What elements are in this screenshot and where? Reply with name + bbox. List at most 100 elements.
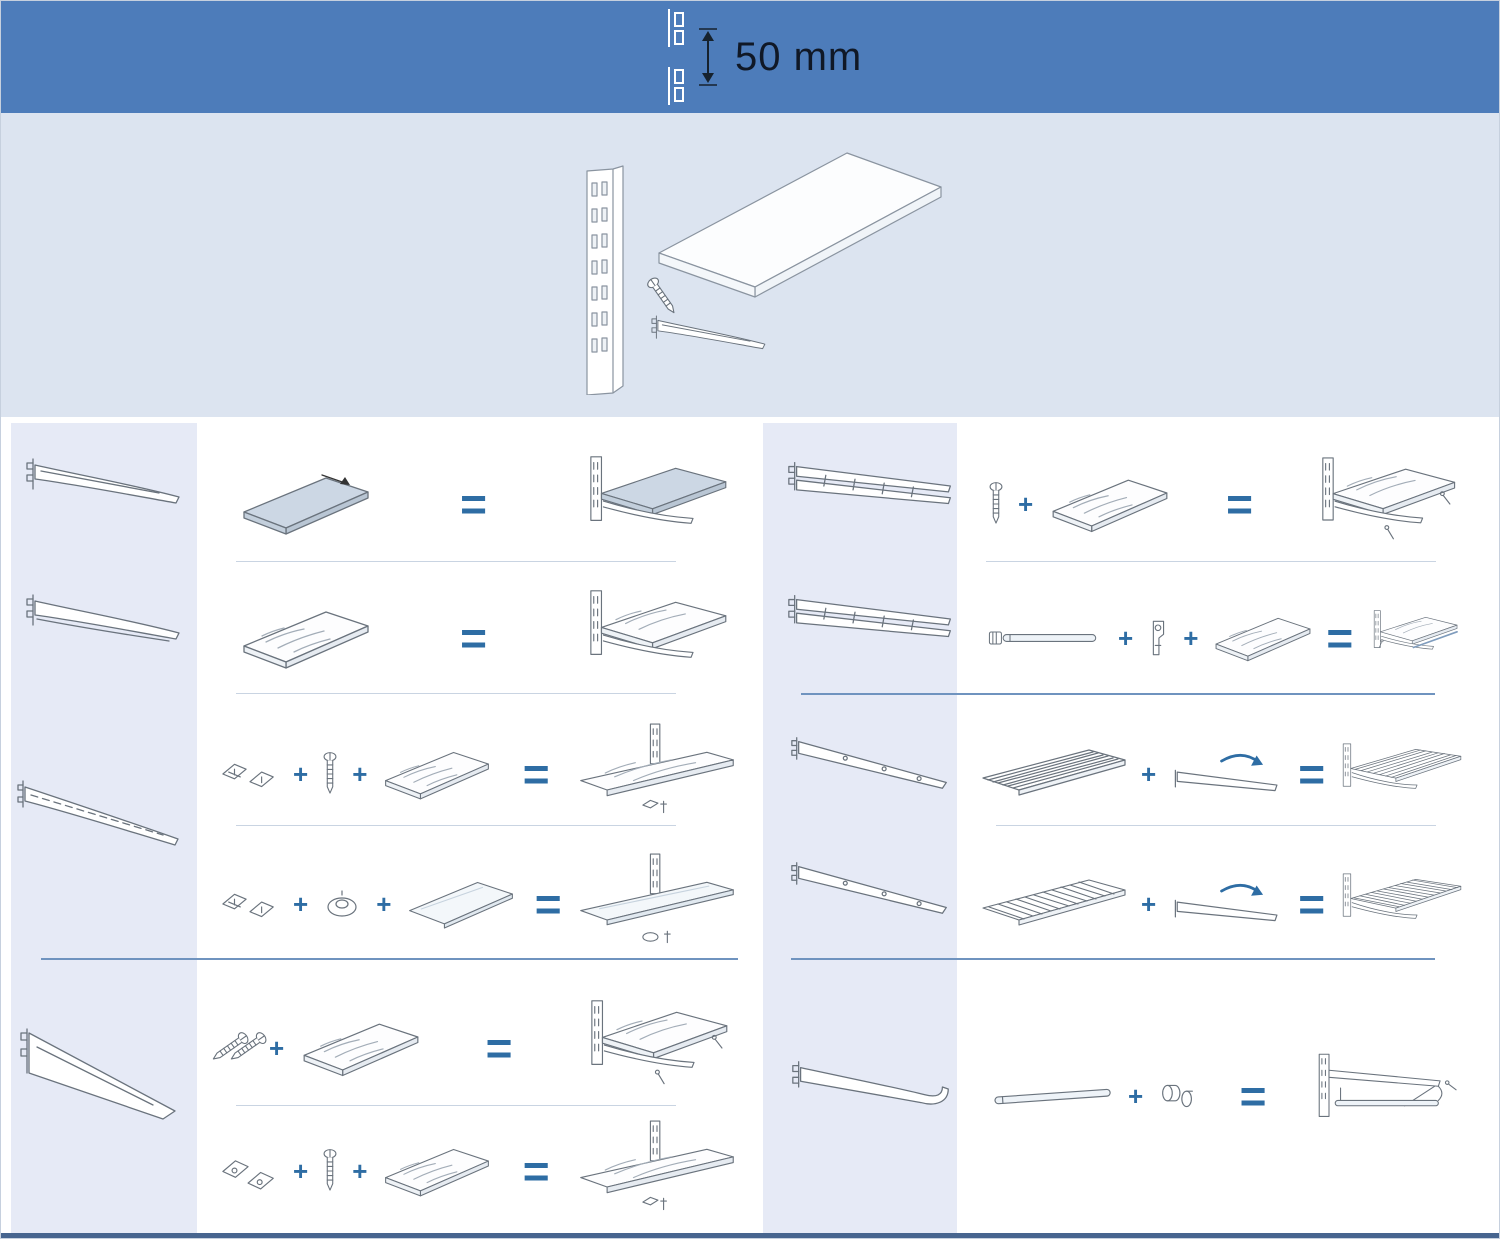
- rail-rod-icon: [986, 627, 1106, 649]
- combination-row: + + =: [219, 1116, 737, 1226]
- equals-sign: =: [1298, 878, 1326, 930]
- clothes-rail-mounted-icon: [1305, 1046, 1465, 1146]
- wood-shelf-screwed-icon: [1304, 452, 1464, 556]
- metal-clips-icon: [219, 1148, 281, 1195]
- equals-sign: =: [534, 878, 562, 930]
- wood-shelf-icon: [379, 1141, 495, 1201]
- combination-row: + =: [979, 849, 1465, 959]
- fixing-key-icon: [1145, 617, 1171, 659]
- wood-shelf-icon: [236, 602, 376, 674]
- screw-icon: [320, 1147, 340, 1195]
- parts: +: [979, 868, 1288, 940]
- plus-sign: +: [376, 889, 392, 919]
- screw-icon: [320, 750, 340, 798]
- combination-row: + + =: [219, 849, 737, 959]
- header-bar: 50 mm: [1, 1, 1499, 113]
- shelf-mounted-icon: [571, 451, 736, 557]
- clips-icon: [219, 752, 281, 796]
- heavy-duty-bracket-icon: [13, 1023, 188, 1133]
- shelf-bracket-reinforced-icon: [19, 589, 194, 655]
- wood-shelf-icon: [296, 1015, 426, 1081]
- equals-sign: =: [460, 478, 487, 530]
- plus-sign: +: [1018, 489, 1034, 519]
- measurement: 50 mm: [661, 9, 862, 105]
- parts: +: [219, 1015, 426, 1081]
- parts: + +: [219, 1141, 495, 1201]
- equals-sign: =: [1239, 1070, 1267, 1122]
- plus-sign: +: [1118, 623, 1134, 653]
- parts: + +: [219, 874, 519, 934]
- upright-gauge-icon: [668, 9, 684, 105]
- rail-clips-icon: [1155, 1079, 1201, 1113]
- wood-shelf-clip-detail-icon: [577, 722, 737, 826]
- wood-shelf-icon: [379, 744, 495, 804]
- shelf-bracket-icon: [646, 305, 776, 367]
- equals-sign: =: [460, 612, 487, 664]
- double-arm-bracket-icon: [783, 589, 963, 651]
- wood-shelf-mounted-icon: [571, 585, 736, 691]
- wire-shelf-mounted-icon: [1335, 729, 1465, 819]
- plus-sign: +: [293, 759, 309, 789]
- wood-shelf-clip-detail-icon: [577, 1119, 737, 1223]
- parts: +: [986, 471, 1175, 537]
- locking-bracket-icon: [1168, 874, 1288, 934]
- slatted-shelf-mounted-icon: [1335, 859, 1465, 949]
- plus-sign: +: [1141, 759, 1157, 789]
- double-arrow-icon: [699, 28, 717, 86]
- equals-sign: =: [522, 748, 550, 800]
- parts: [236, 602, 376, 674]
- equals-sign: =: [522, 1145, 550, 1197]
- row-divider: [986, 561, 1436, 562]
- plus-sign: +: [269, 1033, 285, 1063]
- wood-shelf-screwed-icon: [572, 995, 737, 1101]
- section-divider: [801, 693, 1435, 695]
- overview-panel: [1, 113, 1499, 417]
- measurement-label: 50 mm: [735, 34, 863, 79]
- parts: + +: [986, 610, 1316, 666]
- equals-sign: =: [485, 1022, 513, 1074]
- row-divider: [996, 825, 1436, 826]
- wire-shelf-bracket-icon: [787, 856, 957, 922]
- combination-row: =: [236, 583, 736, 693]
- equals-sign: =: [1298, 748, 1326, 800]
- slatted-shelf-icon: [979, 868, 1129, 940]
- parts: +: [979, 738, 1288, 810]
- parts: + +: [219, 744, 495, 804]
- locking-bracket-icon: [1168, 744, 1288, 804]
- combination-row: + =: [979, 719, 1465, 829]
- section-divider: [791, 958, 1435, 960]
- shelf-board-icon: [658, 152, 942, 298]
- bottom-rule: [1, 1233, 1499, 1238]
- long-bracket-icon: [13, 773, 188, 857]
- equals-sign: =: [1326, 612, 1354, 664]
- double-arm-bracket-icon: [783, 456, 963, 518]
- wire-shelf-bracket-icon: [787, 731, 957, 797]
- combination-row: + =: [986, 449, 1464, 559]
- melamine-shelf-icon: [236, 468, 376, 540]
- wood-shelf-icon: [1210, 610, 1316, 666]
- screw-icon: [986, 480, 1006, 528]
- plus-sign: +: [293, 889, 309, 919]
- plus-sign: +: [352, 1156, 368, 1186]
- wood-shelf-icon: [1045, 471, 1175, 537]
- combination-row: + =: [219, 993, 737, 1103]
- clothes-rail-icon: [991, 1083, 1117, 1110]
- parts: +: [991, 1079, 1201, 1113]
- glass-shelf-clip-detail-icon: [577, 852, 737, 956]
- shelf-bracket-icon: [19, 453, 194, 519]
- row-divider: [236, 693, 676, 694]
- combination-row: + =: [991, 1041, 1465, 1151]
- wood-shelf-with-rail-icon: [1363, 588, 1464, 688]
- parts: [236, 468, 376, 540]
- plus-sign: +: [1128, 1081, 1144, 1111]
- combination-row: + + =: [986, 583, 1464, 693]
- wall-upright-icon: [586, 165, 624, 395]
- plus-sign: +: [293, 1156, 309, 1186]
- plus-sign: +: [352, 759, 368, 789]
- section-divider: [41, 958, 738, 960]
- rubber-stop-icon: [320, 887, 364, 921]
- row-divider: [236, 561, 676, 562]
- glass-shelf-icon: [403, 874, 519, 934]
- wire-shelf-icon: [979, 738, 1129, 810]
- rail-bracket-icon: [787, 1053, 957, 1123]
